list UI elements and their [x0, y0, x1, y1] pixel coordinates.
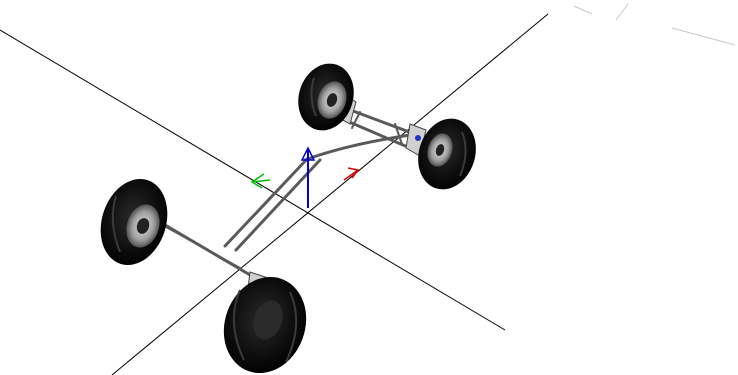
frame-line-1	[573, 5, 593, 15]
wheel-rear-right[interactable]	[211, 265, 320, 375]
blue-arrow-icon[interactable]	[300, 146, 316, 208]
grid-line-diagonal-b	[111, 13, 549, 375]
green-arrow-icon[interactable]	[250, 173, 271, 189]
wheel-front-right[interactable]	[409, 111, 485, 197]
wheel-rear-left[interactable]	[90, 170, 178, 273]
axes-gizmo[interactable]	[250, 146, 360, 208]
grid-line-diagonal-a	[0, 29, 506, 331]
red-arrow-icon[interactable]	[343, 167, 360, 181]
frame-line-3	[671, 27, 736, 46]
chassis[interactable]	[149, 106, 422, 284]
frame-line-2	[615, 3, 629, 21]
wheel-front-left[interactable]	[290, 56, 362, 137]
